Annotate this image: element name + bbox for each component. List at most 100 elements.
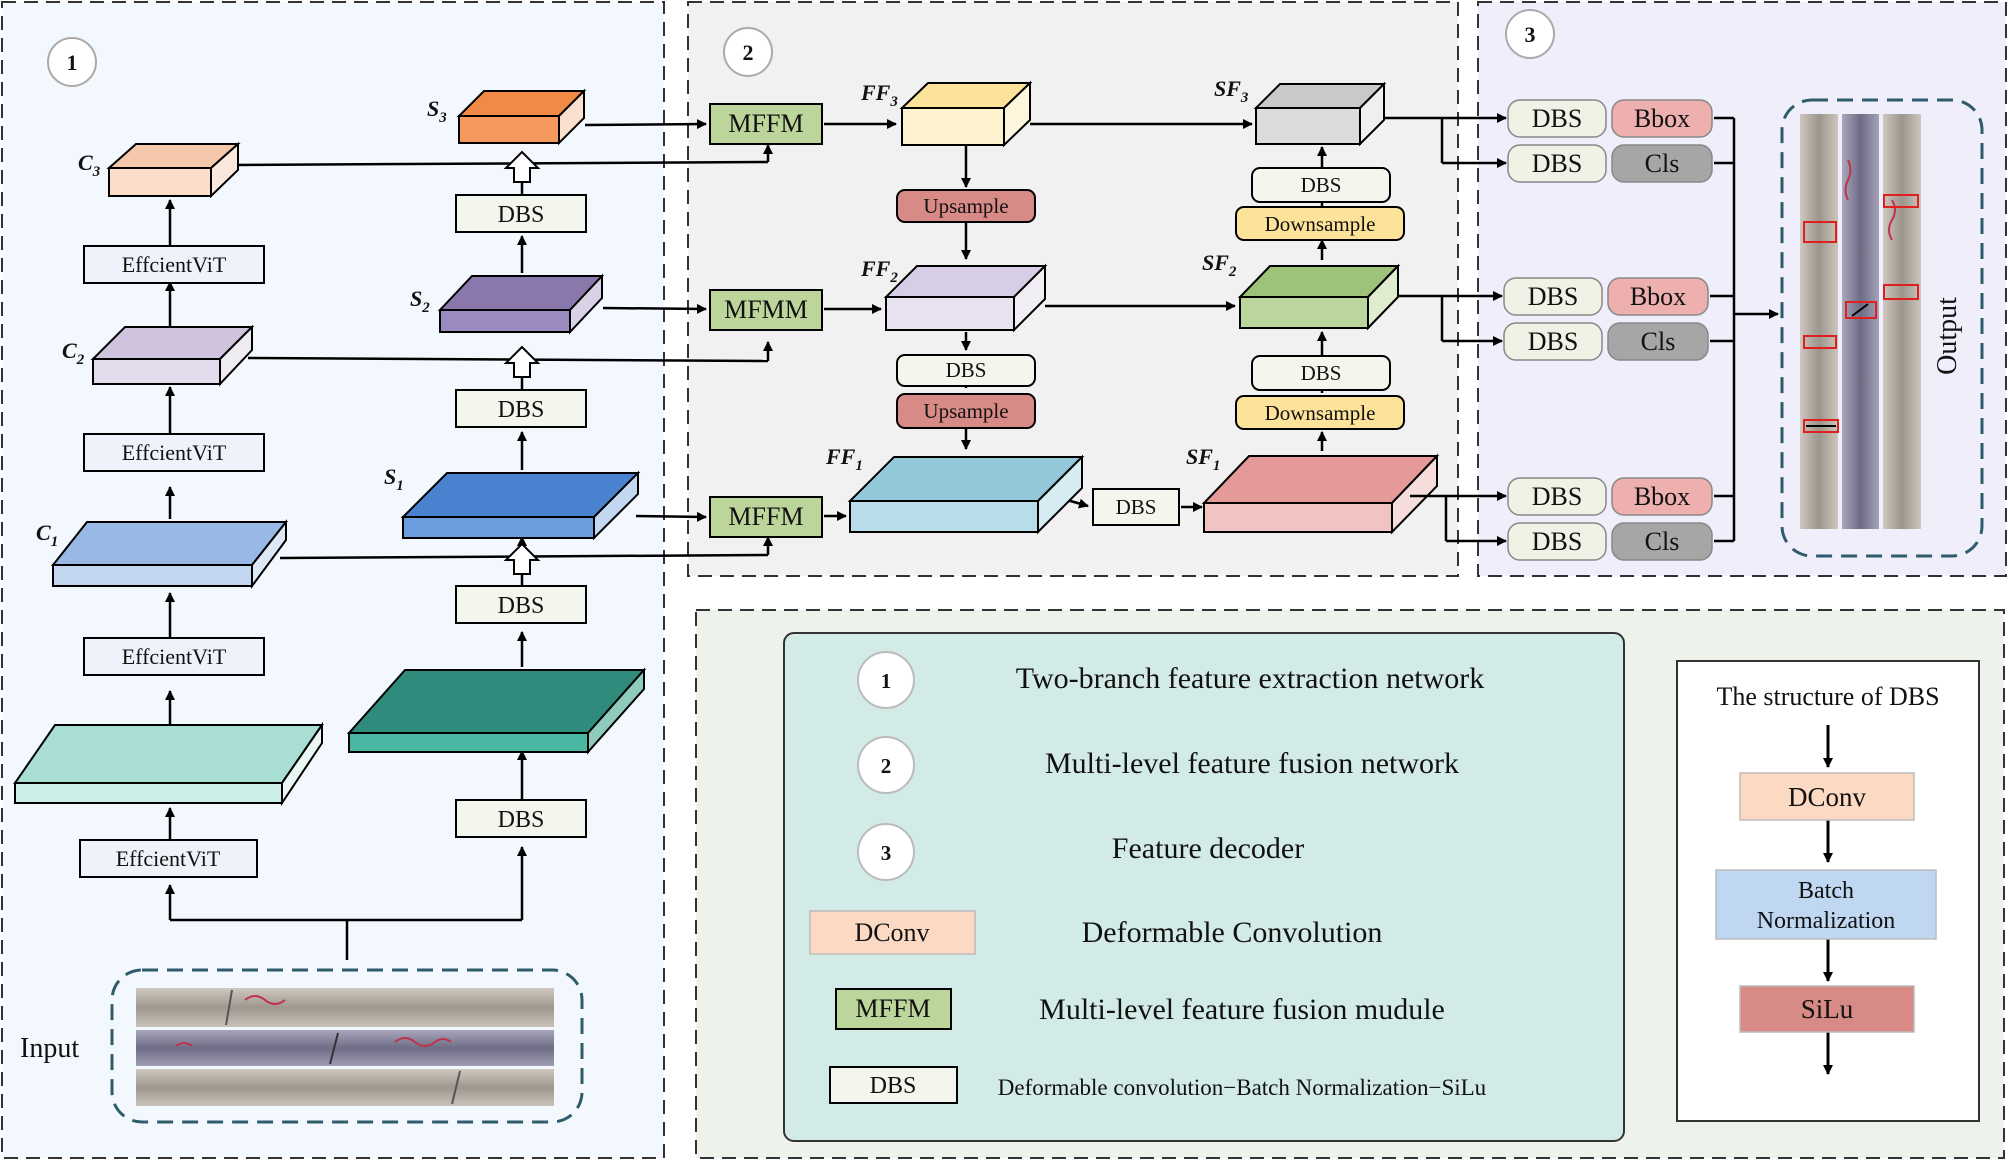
decoder-dbs-1a: DBS — [1532, 482, 1583, 511]
panel-2-badge: 2 — [723, 27, 773, 77]
dbs-structure-title: The structure of DBS — [1716, 682, 1939, 711]
feature-block-s3 — [456, 88, 587, 146]
sf3-label: SF — [1214, 76, 1241, 101]
dbs-block-s0: DBS — [455, 799, 587, 838]
dbs-step-silu-label: SiLu — [1801, 994, 1854, 1024]
downsample-label-2: Downsample — [1265, 401, 1376, 425]
downsample-block-1: Downsample — [1235, 206, 1405, 241]
s3-label: S — [427, 96, 439, 121]
input-label: Input — [20, 1033, 79, 1064]
legend-key-dbs: DBS — [870, 1073, 917, 1099]
legend-key-dconv: DConv — [854, 918, 929, 947]
sf1-label: SF — [1186, 444, 1213, 469]
svg-text:C2: C2 — [62, 338, 85, 368]
mffm-label-1: MFFM — [728, 502, 803, 531]
dbs-label-sf-1: DBS — [1301, 173, 1342, 197]
decoder-cls-3: Cls — [1645, 149, 1680, 178]
feature-block-s2 — [437, 273, 605, 335]
s2-label: S — [410, 286, 422, 311]
dbs-label-s1: DBS — [498, 593, 545, 619]
decoder-dbs-1b: DBS — [1532, 527, 1583, 556]
c2-sub: 2 — [76, 352, 85, 368]
feature-block-c2 — [90, 324, 255, 387]
panel-3-badge-text: 3 — [1525, 22, 1536, 47]
legend-text-mffm: Multi-level feature fusion mudule — [1039, 993, 1445, 1026]
decoder-row-3: DBS Bbox DBS Cls — [1507, 99, 1713, 183]
c1-sub: 1 — [51, 534, 59, 550]
legend-item-dbs: DBS Deformable convolution−Batch Normali… — [829, 1066, 1487, 1104]
c2-label: C — [62, 338, 77, 363]
decoder-dbs-2a: DBS — [1528, 282, 1579, 311]
dbs-block-s3: DBS — [455, 194, 587, 233]
dbs-step-dconv: DConv — [1739, 772, 1915, 821]
s1-sub: 1 — [396, 478, 404, 494]
output-core-image — [1800, 114, 1921, 529]
panel-3-connectors — [1384, 113, 1779, 546]
dbs-step-silu: SiLu — [1739, 985, 1915, 1033]
dbs-label-mid: DBS — [1116, 495, 1157, 519]
upsample-label-2: Upsample — [923, 399, 1008, 423]
feature-block-c3 — [106, 141, 241, 199]
vit-label-3: EffcientViT — [122, 440, 227, 465]
feature-block-c0 — [13, 721, 324, 807]
vit-label-1: EffcientViT — [116, 846, 221, 871]
feature-block-c1 — [50, 519, 289, 590]
dbs-step-dconv-label: DConv — [1788, 782, 1867, 812]
legend-box — [783, 632, 1625, 1142]
panel-2-badge-text: 2 — [743, 40, 754, 65]
ff1-sub: 1 — [855, 458, 863, 474]
feature-block-sf2 — [1237, 263, 1401, 331]
legend-item-2: 2 Multi-level feature fusion network — [857, 736, 1459, 794]
legend-key-1: 1 — [881, 669, 892, 693]
feature-block-s0 — [346, 667, 647, 755]
ff1-label: FF — [825, 444, 856, 469]
decoder-row-2: DBS Bbox DBS Cls — [1503, 277, 1709, 361]
svg-text:S3: S3 — [427, 96, 447, 126]
downsample-label-1: Downsample — [1265, 212, 1376, 236]
c3-sub: 3 — [92, 164, 101, 180]
dbs-label-ff-1: DBS — [946, 358, 987, 382]
legend-item-3: 3 Feature decoder — [857, 823, 1304, 881]
input-core-image — [136, 988, 554, 1106]
dbs-label-s0: DBS — [498, 807, 545, 833]
s2-sub: 2 — [421, 300, 430, 316]
sf2-label: SF — [1202, 250, 1229, 275]
svg-text:FF3: FF3 — [860, 80, 898, 110]
dbs-block-mid: DBS — [1092, 488, 1180, 526]
s3-sub: 3 — [438, 110, 447, 126]
dbs-step-bn: Batch Normalization — [1715, 869, 1937, 940]
legend-text-2: Multi-level feature fusion network — [1045, 747, 1459, 780]
decoder-dbs-3a: DBS — [1532, 104, 1583, 133]
output-label: Output — [1932, 297, 1963, 375]
sf3-sub: 3 — [1240, 90, 1249, 106]
dbs-step-bn-label-1: Batch — [1798, 878, 1854, 904]
ff3-label: FF — [860, 80, 891, 105]
legend-item-mffm: MFFM Multi-level feature fusion mudule — [835, 988, 1445, 1030]
dbs-block-s2: DBS — [455, 389, 587, 428]
dbs-block-s1: DBS — [455, 585, 587, 624]
output-frame — [1780, 98, 1984, 558]
panel-1-badge-text: 1 — [67, 50, 78, 75]
svg-text:SF1: SF1 — [1186, 444, 1220, 474]
panel-3-badge: 3 — [1505, 9, 1555, 59]
dbs-label-sf-2: DBS — [1301, 361, 1342, 385]
merge-arrows — [503, 150, 541, 575]
dbs-step-bn-label-2: Normalization — [1757, 908, 1896, 934]
sf2-sub: 2 — [1228, 264, 1237, 280]
dbs-block-sf-1: DBS — [1251, 167, 1391, 203]
vit-block-1: EffcientViT — [79, 839, 258, 878]
upsample-label-1: Upsample — [923, 194, 1008, 218]
svg-text:C3: C3 — [78, 150, 101, 180]
decoder-row-1: DBS Bbox DBS Cls — [1507, 477, 1713, 561]
upsample-block-2: Upsample — [896, 393, 1036, 429]
c1-label: C — [36, 520, 51, 545]
mffm-block-1: MFFM — [709, 496, 823, 538]
legend-item-1: 1 Two-branch feature extraction network — [857, 651, 1484, 709]
feature-block-ff1 — [847, 454, 1085, 535]
mfmm-label-2: MFMM — [724, 295, 808, 324]
mffm-block-3: MFFM — [709, 103, 823, 145]
vit-block-3: EffcientViT — [83, 433, 265, 472]
sf1-sub: 1 — [1213, 458, 1221, 474]
decoder-dbs-2b: DBS — [1528, 327, 1579, 356]
